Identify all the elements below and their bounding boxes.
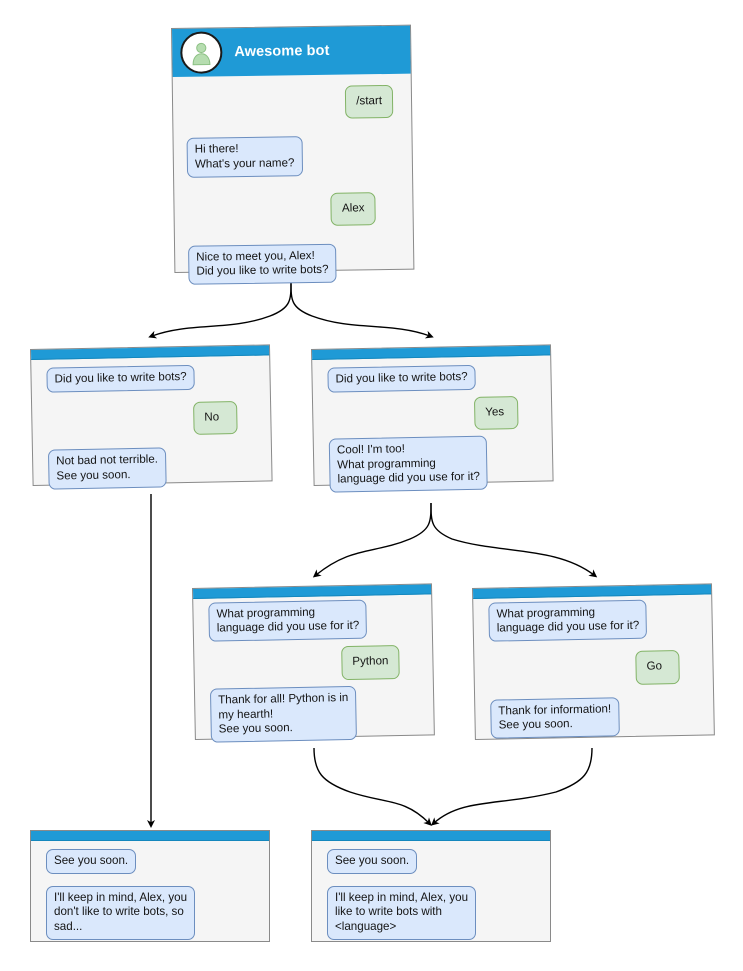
node-end-happy-body: See you soon. I'll keep in mind, Alex, y…	[312, 841, 550, 959]
message-bubble-bot: What programming language did you use fo…	[488, 599, 648, 643]
message-bubble-bot: See you soon.	[327, 849, 418, 875]
node-end-happy-header	[312, 831, 550, 841]
node-end-sad-header	[31, 831, 269, 841]
node-go-branch[interactable]: What programming language did you use fo…	[472, 583, 715, 740]
message-bubble-bot: I'll keep in mind, Alex, you don't like …	[46, 886, 196, 940]
node-python-branch[interactable]: What programming language did you use fo…	[192, 583, 435, 743]
node-python-branch-body: What programming language did you use fo…	[193, 594, 434, 753]
message-bubble-user: No	[193, 401, 238, 436]
spacer	[181, 118, 403, 138]
node-root[interactable]: Awesome bot /start Hi there! What's your…	[171, 24, 415, 285]
message-bubble-user: Yes	[473, 395, 519, 430]
node-yes-branch[interactable]: Did you like to write bots? Yes Cool! I'…	[311, 344, 554, 493]
node-end-sad-body: See you soon. I'll keep in mind, Alex, y…	[31, 841, 269, 959]
message-bubble-user: Go	[635, 650, 680, 685]
message-bubble-bot: Hi there! What's your name?	[186, 136, 303, 178]
message-bubble-bot: See you soon.	[46, 849, 137, 875]
node-root-body: /start Hi there! What's your name? Alex …	[173, 74, 414, 295]
node-root-header: Awesome bot	[172, 25, 411, 77]
node-no-branch[interactable]: Did you like to write bots? No Not bad n…	[30, 344, 273, 490]
edge-python-to-end-happy	[313, 747, 432, 826]
message-bubble-bot: Thank for all! Python is in my hearth! S…	[209, 686, 358, 743]
edge-go-to-end-happy	[431, 747, 593, 826]
node-yes-branch-body: Did you like to write bots? Yes Cool! I'…	[312, 355, 553, 503]
spacer	[39, 874, 261, 886]
edge-yes-to-python	[312, 502, 432, 578]
node-root-title: Awesome bot	[234, 42, 330, 61]
node-end-sad[interactable]: See you soon. I'll keep in mind, Alex, y…	[30, 830, 270, 942]
message-bubble-user: Alex	[330, 192, 376, 227]
message-bubble-bot: Did you like to write bots?	[327, 364, 476, 393]
message-bubble-bot: Nice to meet you, Alex! Did you like to …	[188, 243, 337, 285]
message-bubble-user: Python	[341, 645, 400, 680]
message-bubble-bot: Not bad not terrible. See you soon.	[47, 447, 167, 490]
node-no-branch-body: Did you like to write bots? No Not bad n…	[31, 355, 272, 503]
message-bubble-user: /start	[345, 84, 394, 119]
node-end-happy[interactable]: See you soon. I'll keep in mind, Alex, y…	[311, 830, 551, 942]
message-bubble-bot: Thank for information! See you soon.	[490, 696, 620, 739]
message-bubble-bot: What programming language did you use fo…	[208, 599, 368, 643]
person-avatar-icon	[180, 31, 223, 74]
spacer	[320, 874, 542, 886]
message-bubble-bot: I'll keep in mind, Alex, you like to wri…	[327, 886, 477, 940]
message-bubble-bot: Cool! I'm too! What programming language…	[328, 436, 489, 493]
node-go-branch-body: What programming language did you use fo…	[473, 594, 714, 753]
message-bubble-bot: Did you like to write bots?	[46, 364, 195, 393]
spacer	[183, 225, 405, 245]
edge-yes-to-go	[430, 502, 598, 578]
